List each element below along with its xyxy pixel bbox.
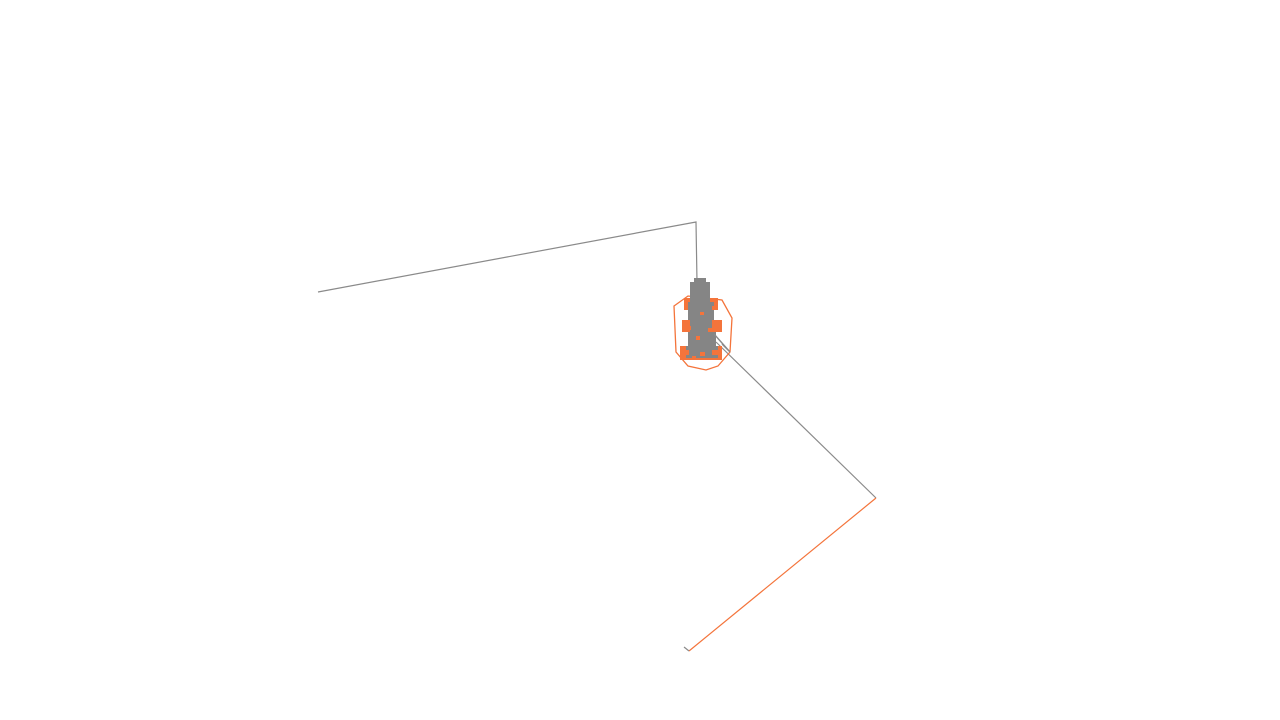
path-segment-gray-diagonal [715,341,877,499]
tower-detail-9 [712,350,718,355]
tower-detail-8 [700,352,705,356]
tower-detail-6 [696,336,700,340]
tower-core-top [690,282,710,304]
tower-detail-2 [712,306,716,310]
tower-detail-4 [686,326,691,330]
tower-detail-5 [708,328,713,332]
tower-detail-3 [700,312,704,315]
path-segment-gray-left [317,221,698,293]
tower-connector [713,333,731,353]
path-segment-orange [688,497,877,652]
tower-core-lower [688,332,716,348]
tower-detail-1 [684,304,688,308]
wireframe-path [317,221,877,652]
tower-model[interactable] [680,278,731,360]
tower-core-upper [688,302,714,320]
tower-detail-10 [692,356,696,359]
tower-core-middle [690,318,712,334]
path-segment-gray-tail [683,646,690,652]
tower-cap [694,278,706,284]
tower-detail-7 [684,350,689,355]
